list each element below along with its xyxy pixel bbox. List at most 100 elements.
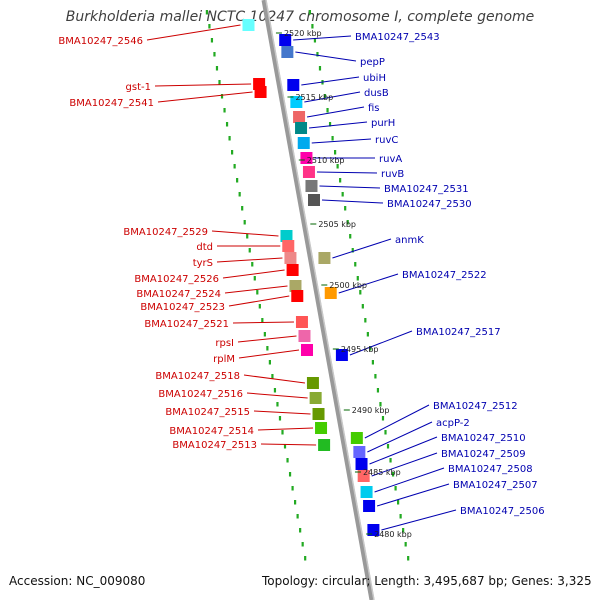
reverse-gene-label: BMA10247_2526 bbox=[134, 274, 219, 285]
forward-leader-line bbox=[371, 452, 438, 477]
tick-dot bbox=[389, 458, 392, 463]
tick-dot bbox=[276, 402, 279, 407]
reverse-gene-label: rplM bbox=[213, 354, 235, 365]
reverse-gene-label: BMA10247_2523 bbox=[140, 302, 225, 313]
reverse-gene-box bbox=[242, 19, 255, 31]
forward-leader-line bbox=[308, 121, 368, 129]
tick-dot bbox=[243, 220, 246, 225]
tick-dot bbox=[266, 346, 269, 351]
tick-dot bbox=[220, 94, 224, 99]
tick-dot bbox=[331, 136, 334, 141]
tick-dot bbox=[238, 192, 241, 197]
reverse-leader-line bbox=[257, 427, 314, 431]
tick-dot bbox=[308, 10, 311, 15]
forward-gene-label: BMA10247_2517 bbox=[416, 327, 501, 338]
map-title: Burkholderia mallei NCTC 10247 chromosom… bbox=[65, 9, 535, 25]
reverse-leader-line bbox=[253, 410, 311, 415]
reverse-gene-label: BMA10247_2546 bbox=[58, 36, 143, 47]
forward-gene-label: acpP-2 bbox=[436, 418, 470, 429]
tick-dot bbox=[304, 556, 307, 561]
forward-gene-label: BMA10247_2508 bbox=[448, 464, 533, 475]
tick-dot bbox=[334, 150, 337, 155]
tick-dot bbox=[288, 472, 292, 477]
forward-gene-box bbox=[355, 458, 368, 470]
tick-dot bbox=[256, 290, 259, 295]
tick-dot bbox=[231, 150, 234, 155]
tick-dot bbox=[253, 276, 256, 281]
tick-dot bbox=[251, 262, 254, 267]
reverse-gene-box bbox=[301, 344, 313, 356]
tick-dot bbox=[356, 276, 359, 281]
leader-lines-layer bbox=[146, 24, 457, 535]
forward-gene-label: ruvC bbox=[375, 135, 398, 146]
forward-gene-box bbox=[279, 34, 292, 46]
reverse-gene-box bbox=[284, 252, 297, 264]
backbone-layer bbox=[261, 0, 375, 600]
tick-dot bbox=[258, 304, 261, 309]
forward-leader-line bbox=[367, 421, 433, 453]
kbp-label: 2505 kbp bbox=[318, 220, 356, 229]
forward-gene-box bbox=[360, 486, 373, 498]
reverse-leader-line bbox=[154, 83, 252, 87]
tick-dot bbox=[359, 290, 362, 295]
reverse-leader-line bbox=[246, 392, 308, 399]
tick-dot bbox=[271, 374, 274, 379]
reverse-leader-line bbox=[260, 443, 317, 446]
tick-dot bbox=[328, 122, 332, 127]
reverse-gene-box bbox=[289, 280, 302, 292]
tick-dot bbox=[205, 10, 208, 15]
tick-dot bbox=[318, 66, 322, 71]
tick-dot bbox=[402, 528, 405, 533]
forward-gene-box bbox=[295, 122, 308, 134]
reverse-leader-line bbox=[222, 269, 285, 279]
reverse-gene-label: dtd bbox=[196, 242, 213, 253]
forward-gene-label: BMA10247_2531 bbox=[384, 184, 469, 195]
tick-dot bbox=[364, 318, 367, 323]
tick-dot bbox=[313, 38, 317, 43]
tick-dot bbox=[339, 178, 342, 183]
reverse-leader-line bbox=[216, 257, 283, 263]
tick-dot bbox=[371, 360, 374, 365]
forward-gene-label: BMA10247_2506 bbox=[460, 506, 545, 517]
tick-dot bbox=[268, 360, 271, 365]
forward-gene-label: ubiH bbox=[363, 73, 386, 84]
forward-leader-line bbox=[349, 330, 413, 356]
reverse-gene-box bbox=[295, 316, 308, 328]
forward-gene-box bbox=[324, 287, 337, 299]
forward-gene-label: dusB bbox=[364, 88, 389, 99]
tick-dot bbox=[246, 234, 249, 239]
reverse-gene-label: tyrS bbox=[193, 258, 213, 269]
tick-dot bbox=[283, 444, 287, 449]
forward-leader-line bbox=[295, 51, 357, 62]
forward-gene-box bbox=[297, 137, 310, 149]
tick-dot bbox=[215, 66, 219, 71]
reverse-gene-label: BMA10247_2513 bbox=[172, 440, 257, 451]
forward-leader-line bbox=[332, 238, 392, 259]
reverse-gene-box bbox=[306, 377, 319, 389]
reverse-gene-label: BMA10247_2521 bbox=[144, 319, 229, 330]
tick-dot bbox=[228, 136, 231, 141]
forward-leader-line bbox=[301, 76, 360, 86]
reverse-gene-label: rpsI bbox=[215, 338, 234, 349]
tick-dot bbox=[241, 206, 244, 211]
reverse-gene-label: BMA10247_2524 bbox=[136, 289, 221, 300]
reverse-gene-box bbox=[280, 230, 293, 242]
reverse-leader-line bbox=[146, 24, 241, 41]
forward-leader-line bbox=[321, 199, 384, 204]
tick-dot bbox=[296, 514, 299, 519]
tick-dot bbox=[349, 234, 352, 239]
tick-dot bbox=[225, 122, 229, 127]
reverse-gene-box bbox=[286, 264, 299, 276]
forward-leader-line bbox=[304, 91, 361, 103]
tick-dot bbox=[344, 206, 347, 211]
forward-leader-line bbox=[374, 467, 445, 493]
reverse-leader-line bbox=[224, 285, 288, 294]
forward-leader-line bbox=[311, 138, 372, 144]
forward-leader-line bbox=[338, 273, 399, 294]
forward-gene-label: BMA10247_2522 bbox=[402, 270, 487, 281]
reverse-gene-box bbox=[309, 392, 322, 404]
chromosome-backbone bbox=[261, 0, 375, 600]
tick-dot bbox=[341, 192, 344, 197]
tick-dot bbox=[369, 346, 372, 351]
